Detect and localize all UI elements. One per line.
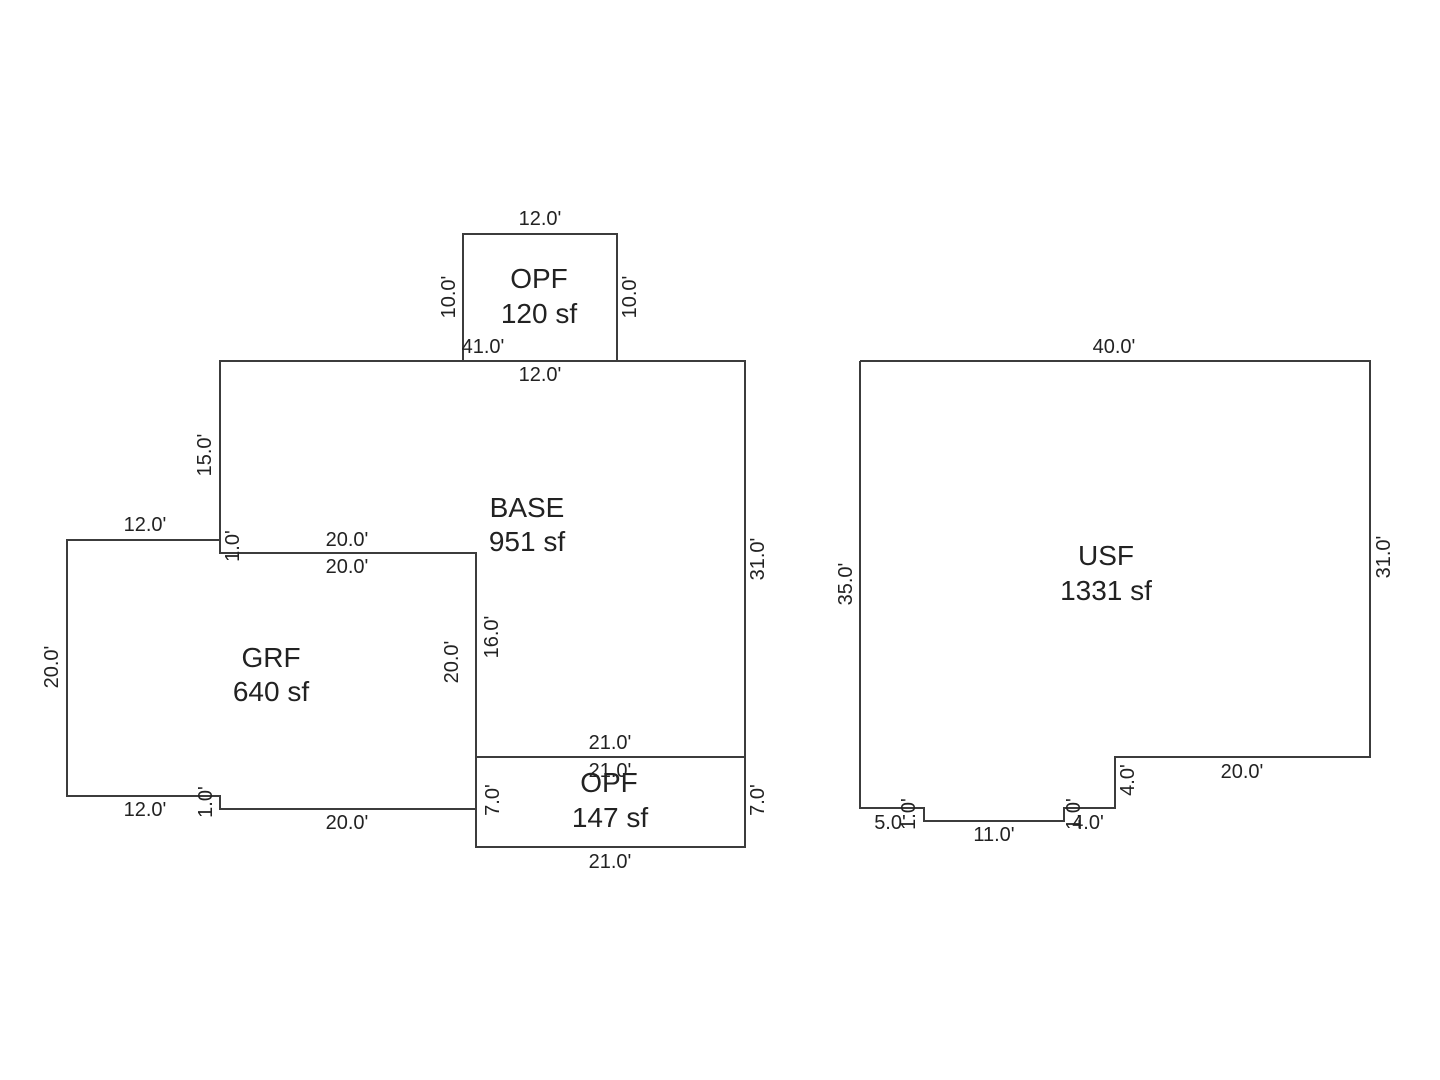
opf-top-area: OPF 120 sf 12.0' 10.0' 10.0' 41.0' — [438, 208, 641, 362]
opf-bottom-area: 21.0' OPF 147 sf 7.0' 7.0' 21.0' — [475, 732, 769, 873]
grf-dim-top-left: 12.0' — [124, 514, 167, 536]
opf-top-dim-left: 10.0' — [438, 276, 460, 319]
base-area: BASE 951 sf 12.0' 15.0' 1.0' 31.0' 16.0'… — [194, 360, 769, 782]
usf-dim-jog-left: 1.0' — [898, 798, 920, 830]
usf-outline — [859, 360, 1371, 822]
opf-top-name: OPF — [510, 263, 568, 294]
base-dim-left: 15.0' — [194, 434, 216, 477]
opf-bottom-size: 147 sf — [572, 802, 648, 833]
usf-dim-bottom-right: 4.0' — [1072, 812, 1104, 834]
grf-dim-bottom-right: 20.0' — [326, 812, 369, 834]
opf-top-dim-base-a: 41.0' — [462, 336, 505, 358]
opf-bottom-name: OPF — [580, 767, 638, 798]
grf-outline — [66, 539, 477, 810]
grf-area: GRF 640 sf 12.0' 20.0' 20.0' 20.0' 20.0'… — [41, 514, 477, 834]
grf-dim-left: 20.0' — [41, 646, 63, 689]
grf-dim-jog: 1.0' — [195, 786, 217, 818]
base-dim-bottom: 21.0' — [589, 760, 632, 782]
usf-dim-step-drop: 4.0' — [1117, 764, 1139, 796]
opf-top-size: 120 sf — [501, 298, 577, 329]
opf-bottom-dim-bottom: 21.0' — [589, 851, 632, 873]
opf-bottom-dim-left: 7.0' — [482, 784, 504, 816]
grf-name: GRF — [241, 642, 300, 673]
usf-dim-bottom-mid: 11.0' — [973, 824, 1014, 846]
usf-dim-right: 31.0' — [1373, 536, 1395, 579]
grf-dim-right: 20.0' — [441, 641, 463, 684]
opf-top-dim-right: 10.0' — [619, 276, 641, 319]
usf-dim-top: 40.0' — [1093, 336, 1136, 358]
usf-name: USF — [1078, 540, 1134, 571]
base-name: BASE — [490, 492, 565, 523]
opf-top-dim-base-b: 12.0' — [519, 364, 562, 386]
usf-area: USF 1331 sf 40.0' 35.0' 31.0' 20.0' 4.0'… — [835, 336, 1395, 846]
base-dim-right: 31.0' — [747, 538, 769, 581]
usf-dim-bottom-left: 5.0' — [874, 812, 906, 834]
base-size: 951 sf — [489, 526, 565, 557]
usf-size: 1331 sf — [1060, 575, 1152, 606]
grf-size: 640 sf — [233, 676, 309, 707]
usf-dim-left: 35.0' — [835, 563, 857, 606]
grf-dim-top-right-inner: 20.0' — [326, 556, 369, 578]
grf-dim-top-right: 20.0' — [326, 529, 369, 551]
opf-bottom-outline — [475, 756, 746, 848]
grf-dim-bottom-left: 12.0' — [124, 799, 167, 821]
base-dim-inner: 16.0' — [481, 616, 503, 659]
opf-bottom-dim-right: 7.0' — [747, 784, 769, 816]
opf-bottom-dim-top: 21.0' — [589, 732, 632, 754]
usf-dim-step-right: 20.0' — [1221, 761, 1264, 783]
base-dim-jog: 1.0' — [222, 530, 244, 562]
opf-top-dim-top: 12.0' — [519, 208, 562, 230]
usf-dim-jog-right: 1.0' — [1063, 798, 1085, 830]
